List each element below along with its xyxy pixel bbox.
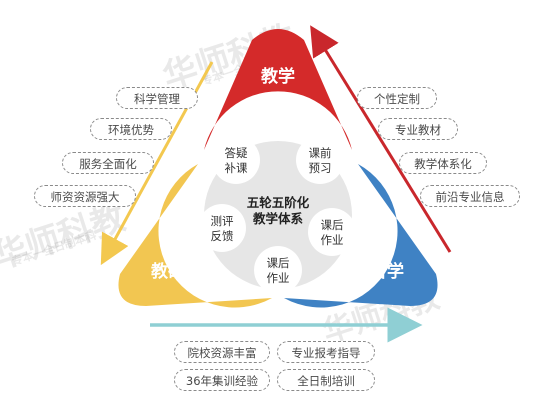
top-segment-label: 教学 bbox=[260, 66, 295, 87]
left-segment bbox=[118, 164, 272, 308]
bottom-tag: 全日制培训 bbox=[277, 369, 375, 391]
petal-homework-bottom bbox=[254, 246, 302, 294]
petal-homework-right bbox=[308, 208, 356, 256]
right-tag: 专业教材 bbox=[378, 118, 458, 140]
petal-text: 反馈 bbox=[211, 229, 234, 243]
right-segment bbox=[284, 164, 438, 308]
center-petals bbox=[198, 136, 356, 294]
petal-text: 预习 bbox=[309, 161, 332, 175]
petal-qa-tutoring bbox=[212, 136, 260, 184]
center-title: 五轮五阶化 bbox=[247, 195, 310, 210]
left-tag: 环境优势 bbox=[90, 118, 172, 140]
petal-text: 作业 bbox=[321, 233, 344, 247]
petal-text: 作业 bbox=[267, 271, 290, 285]
petal-text: 课前 bbox=[309, 146, 332, 160]
left-tag: 服务全面化 bbox=[62, 152, 154, 174]
petal-text: 测评 bbox=[211, 214, 234, 228]
petal-assessment bbox=[198, 204, 246, 252]
left-segment-label: 教研 bbox=[150, 261, 185, 282]
right-tag: 个性定制 bbox=[357, 87, 437, 109]
bottom-tag: 院校资源丰富 bbox=[174, 341, 270, 363]
top-segment bbox=[204, 29, 352, 150]
bottom-tag: 36年集训经验 bbox=[174, 369, 270, 391]
left-tag: 师资资源强大 bbox=[34, 185, 136, 207]
right-segment-label: 督学 bbox=[370, 261, 404, 282]
right-tag: 教学体系化 bbox=[399, 152, 487, 174]
petal-text: 课后 bbox=[321, 218, 344, 232]
right-tag: 前沿专业信息 bbox=[420, 185, 520, 207]
bottom-tag: 专业报考指导 bbox=[277, 341, 375, 363]
left-tag: 科学管理 bbox=[116, 87, 198, 109]
petal-preview bbox=[296, 136, 344, 184]
petal-text: 补课 bbox=[225, 161, 248, 175]
right-flow-arrow bbox=[310, 25, 452, 253]
petal-text: 课后 bbox=[267, 256, 290, 270]
petal-text: 答疑 bbox=[225, 146, 248, 160]
center-title: 教学体系 bbox=[252, 211, 304, 226]
